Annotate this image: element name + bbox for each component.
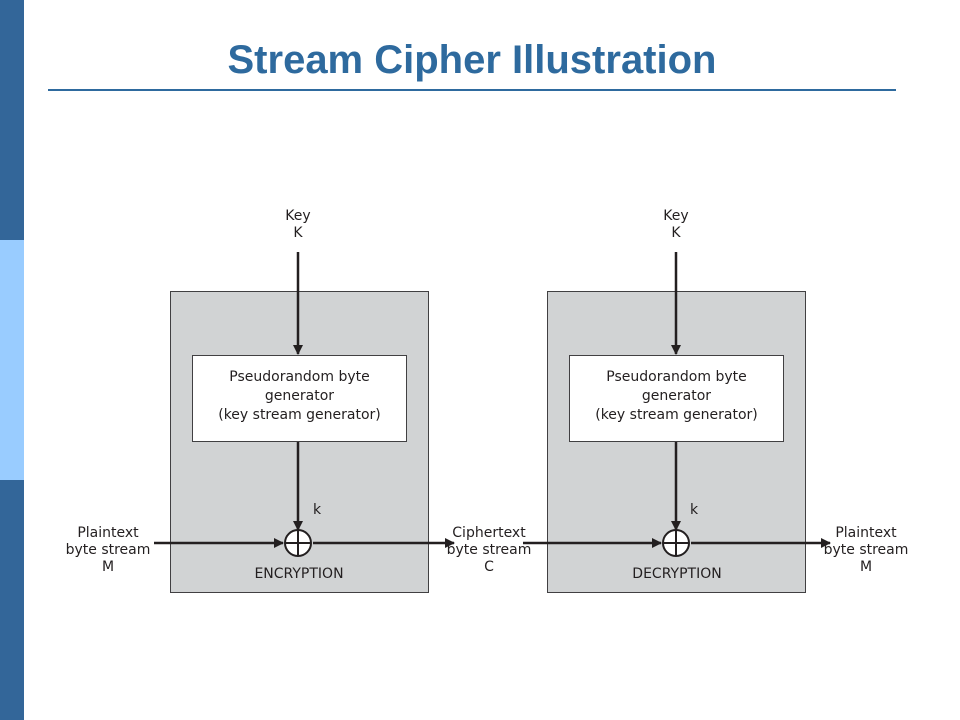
encryption-generator-box: Pseudorandom byte generator (key stream … — [192, 355, 407, 442]
key-word: Key — [285, 208, 311, 224]
encryption-keystream-label: k — [312, 502, 322, 518]
encryption-label: ENCRYPTION — [254, 566, 344, 582]
label-line: M — [859, 559, 873, 575]
generator-line: Pseudorandom byte — [229, 369, 370, 385]
sidebar-accent — [0, 0, 24, 720]
generator-line: generator — [264, 388, 335, 404]
key-symbol: K — [293, 225, 303, 241]
title-underline — [48, 89, 896, 91]
generator-line: generator — [641, 388, 712, 404]
sidebar-segment-top — [0, 0, 24, 240]
ciphertext-label: Ciphertext byte stream C — [439, 525, 539, 576]
key-word: Key — [663, 208, 689, 224]
slide-title: Stream Cipher Illustration — [227, 38, 717, 82]
generator-line: (key stream generator) — [218, 407, 381, 423]
label-line: byte stream — [446, 542, 532, 558]
encryption-key-label: Key K — [268, 208, 328, 242]
sidebar-segment-bottom — [0, 480, 24, 720]
decryption-xor-icon — [662, 529, 690, 557]
label-line: Ciphertext — [452, 525, 526, 541]
plaintext-input-label: Plaintext byte stream M — [58, 525, 158, 576]
label-line: byte stream — [65, 542, 151, 558]
label-line: Plaintext — [77, 525, 139, 541]
label-line: byte stream — [823, 542, 909, 558]
decryption-key-label: Key K — [646, 208, 706, 242]
plaintext-output-label: Plaintext byte stream M — [816, 525, 916, 576]
label-line: Plaintext — [835, 525, 897, 541]
generator-line: (key stream generator) — [595, 407, 758, 423]
decryption-keystream-label: k — [689, 502, 699, 518]
encryption-xor-icon — [284, 529, 312, 557]
key-symbol: K — [671, 225, 681, 241]
generator-line: Pseudorandom byte — [606, 369, 747, 385]
decryption-generator-box: Pseudorandom byte generator (key stream … — [569, 355, 784, 442]
label-line: M — [101, 559, 115, 575]
sidebar-segment-middle — [0, 240, 24, 480]
label-line: C — [484, 559, 494, 575]
decryption-label: DECRYPTION — [632, 566, 722, 582]
